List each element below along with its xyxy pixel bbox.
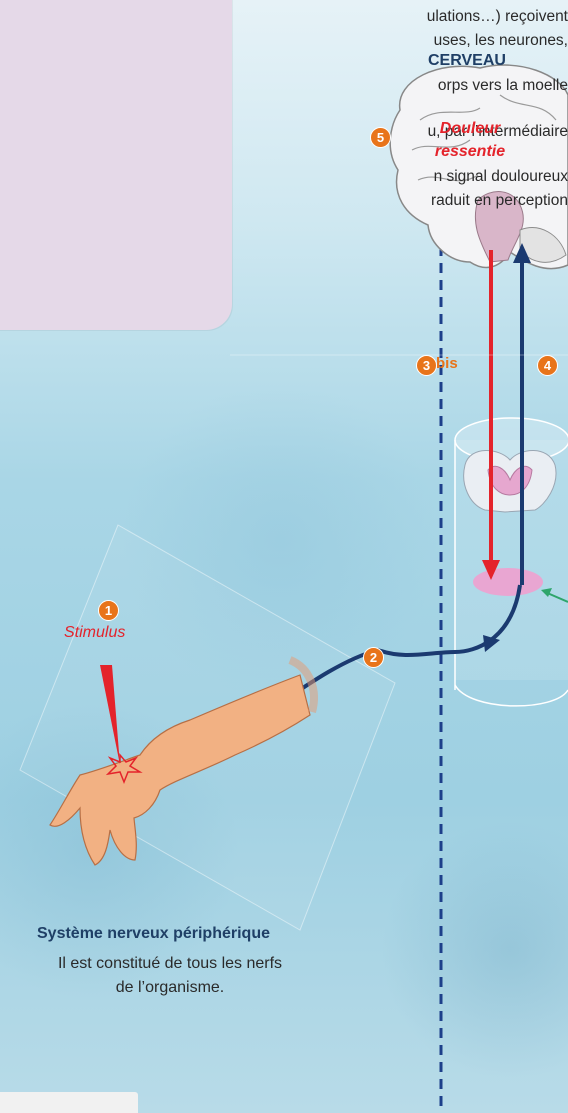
synapse-zone: [473, 568, 543, 596]
bottom-tab: [0, 1092, 138, 1113]
note-line: raduit en perception: [338, 192, 568, 210]
step-badge-1: 1: [98, 600, 119, 621]
spinal-cord-cylinder: [455, 418, 568, 706]
pain-felt-label-line1: Douleur: [420, 120, 520, 138]
step-badge-4: 4: [537, 355, 558, 376]
pns-description-line1: Il est constitué de tous les nerfs: [30, 955, 310, 973]
note-line: ulations…) reçoivent: [338, 8, 568, 26]
brain-title: CERVEAU: [428, 52, 506, 70]
stimulus-label: Stimulus: [64, 624, 125, 642]
info-note-box: [0, 0, 232, 330]
note-line: n signal douloureux: [338, 168, 568, 186]
note-line: orps vers la moelle: [338, 77, 568, 95]
step-badge-5: 5: [370, 127, 391, 148]
pain-felt-label-line2: ressentie: [420, 143, 520, 161]
step-badge-3: 3: [416, 355, 437, 376]
pns-description-line2: de l’organisme.: [30, 979, 310, 997]
note-line: uses, les neurones,: [338, 32, 568, 50]
step-3-bis-label: bis: [436, 355, 458, 372]
pns-title: Système nerveux périphérique: [37, 925, 270, 943]
step-badge-2: 2: [363, 647, 384, 668]
brain-illustration: [390, 65, 568, 269]
